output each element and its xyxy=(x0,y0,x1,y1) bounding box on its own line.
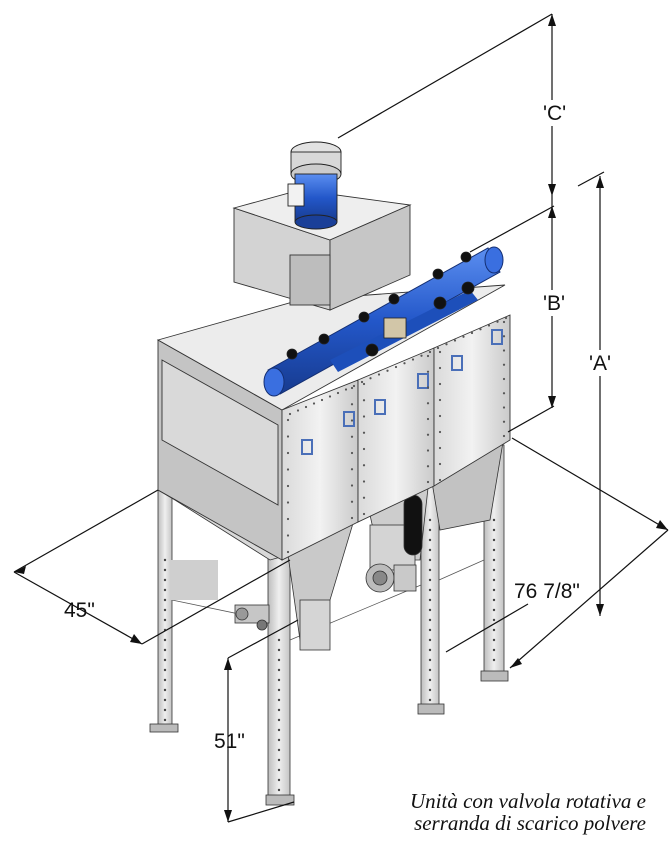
fan-motor xyxy=(287,141,342,230)
dimension-arrows xyxy=(14,14,668,822)
dimension-label-a: 'A' xyxy=(589,352,611,375)
dimension-label-width: 45" xyxy=(64,599,95,622)
caption-line-1: Unità con valvola rotativa e xyxy=(409,789,646,813)
caption-line-2: serranda di scarico polvere xyxy=(414,811,646,835)
support-legs xyxy=(149,444,509,806)
dimension-label-clearance: 51" xyxy=(214,730,245,753)
leg-holes xyxy=(163,518,496,792)
solenoid-valves xyxy=(286,251,475,360)
dimension-label-depth: 76 7/8" xyxy=(514,580,580,603)
panel-rivets xyxy=(286,316,508,554)
dimension-label-c: 'C' xyxy=(543,102,566,125)
caption: Unità con valvola rotativa e serranda di… xyxy=(316,790,646,834)
rotary-valve xyxy=(365,494,423,593)
dimension-lines xyxy=(13,13,669,823)
discharge-damper xyxy=(170,560,270,631)
dimension-label-b: 'B' xyxy=(543,292,565,315)
panel-handles xyxy=(301,329,503,455)
